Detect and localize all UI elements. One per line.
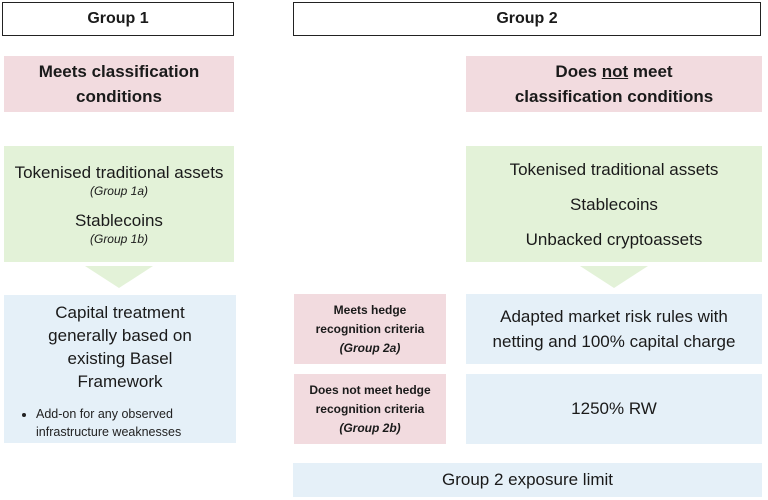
group1-asset-stablecoins-sub: (Group 1b): [89, 232, 149, 246]
group1-treatment-box: Capital treatment generally based on exi…: [4, 295, 236, 443]
group2-classification: Does not meet classification conditions: [466, 56, 762, 112]
group1-asset-tokenised-sub: (Group 1a): [89, 184, 149, 198]
hedge-not-sub: (Group 2b): [339, 420, 401, 435]
group2-classification-pre: Does: [555, 62, 602, 81]
group2-classification-post: meet classification conditions: [514, 62, 714, 106]
hedge-meets-box: Meets hedge recognition criteria (Group …: [294, 294, 446, 364]
group1-treatment-text: Capital treatment generally based on exi…: [48, 303, 192, 391]
hedge-meets-text: Meets hedge recognition criteria: [315, 302, 425, 336]
group2-classification-text: Does not meet classification conditions: [506, 59, 722, 109]
group2-asset-unbacked: Unbacked cryptoassets: [525, 229, 703, 249]
group1-assets-box: Tokenised traditional assets (Group 1a) …: [4, 146, 234, 262]
group2a-treatment-box: Adapted market risk rules with netting a…: [466, 294, 762, 364]
group2b-treatment-box: 1250% RW: [466, 374, 762, 444]
group2-asset-tokenised: Tokenised traditional assets: [509, 159, 719, 179]
group2a-treatment-text: Adapted market risk rules with netting a…: [492, 307, 736, 351]
group1-down-arrow: [85, 266, 153, 288]
group1-asset-tokenised: Tokenised traditional assets: [14, 163, 224, 182]
exposure-limit-box: Group 2 exposure limit: [293, 463, 762, 497]
group1-classification-text: Meets classification conditions: [38, 62, 200, 106]
group1-bullet-list: Add-on for any observed infrastructure w…: [4, 405, 236, 441]
group1-classification: Meets classification conditions: [4, 56, 234, 112]
group1-bullet-addon: Add-on for any observed infrastructure w…: [36, 405, 236, 441]
group2b-treatment-text: 1250% RW: [571, 399, 657, 418]
group2-asset-stablecoins: Stablecoins: [570, 194, 658, 214]
group1-asset-stablecoins: Stablecoins: [75, 211, 163, 230]
group2-classification-not: not: [601, 62, 629, 81]
exposure-limit-text: Group 2 exposure limit: [441, 470, 614, 489]
group2-header: Group 2: [293, 2, 761, 36]
hedge-not-text: Does not meet hedge recognition criteria: [309, 382, 431, 416]
hedge-meets-sub: (Group 2a): [339, 340, 401, 355]
group2-assets-box: Tokenised traditional assets Stablecoins…: [466, 146, 762, 262]
hedge-not-box: Does not meet hedge recognition criteria…: [294, 374, 446, 444]
group2-down-arrow: [580, 266, 648, 288]
group1-header: Group 1: [2, 2, 234, 36]
